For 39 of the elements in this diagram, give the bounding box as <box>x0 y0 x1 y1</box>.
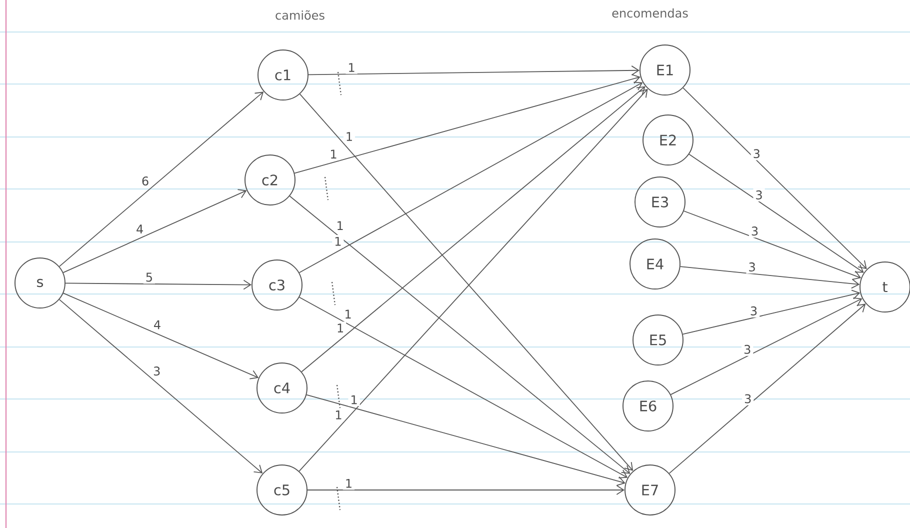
edge-label: 1 <box>332 408 344 422</box>
edge-label: 3 <box>742 392 754 406</box>
arrow <box>58 299 263 474</box>
edge-label: 1 <box>343 130 356 143</box>
arrow <box>668 304 866 474</box>
edge-label: 1 <box>348 393 360 406</box>
arrow <box>307 485 624 495</box>
arrow <box>680 266 860 289</box>
edge-label: 3 <box>742 342 754 356</box>
edge-label: 3 <box>753 188 765 202</box>
arrow <box>683 210 862 280</box>
edge-label: 3 <box>750 147 762 160</box>
arrow <box>289 196 630 474</box>
edge-label: 1 <box>346 61 358 74</box>
arrow <box>682 290 860 335</box>
arrow <box>62 189 247 274</box>
edge-label: 1 <box>342 477 355 490</box>
column-heading: camiões <box>276 10 324 20</box>
arrow <box>298 82 643 274</box>
arrow <box>65 280 252 290</box>
arrow <box>688 154 864 273</box>
arrow <box>62 292 259 380</box>
arrow <box>294 74 640 174</box>
edge-label: 1 <box>332 234 344 248</box>
edge-label: 3 <box>748 224 761 238</box>
arrow <box>670 298 862 396</box>
arrow <box>682 87 867 270</box>
edge-label: 1 <box>334 219 346 232</box>
edge-label: 4 <box>134 222 146 236</box>
arrow <box>306 394 626 486</box>
edge-label: 1 <box>342 308 354 321</box>
arrow <box>58 92 264 267</box>
arrow <box>301 86 646 372</box>
arrow <box>298 296 628 478</box>
edge-label: 1 <box>328 148 340 160</box>
column-heading: encomendas <box>612 8 688 18</box>
edge-label: 1 <box>334 322 346 334</box>
arrow <box>308 66 640 76</box>
edge-label: 3 <box>151 364 163 378</box>
